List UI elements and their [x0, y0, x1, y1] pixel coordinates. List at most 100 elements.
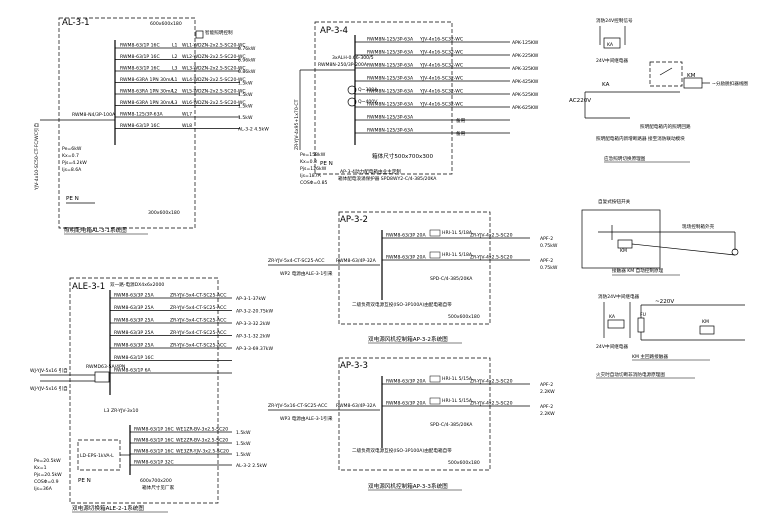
al31-circuit-power: AL-3-2 4.5kW [238, 127, 269, 133]
ap32-branch-contactor: HRI-1L 5/18A [442, 230, 473, 236]
ap34-main-breaker: RWM8N-250/3P-200A [318, 62, 368, 68]
svg-text:COSΦ=0.85: COSΦ=0.85 [300, 180, 328, 186]
ap34-circuit-breaker: RWM8N-125/3P-63A [367, 102, 414, 108]
ap34-circuit-target: APK-125KW [512, 40, 539, 46]
ap32-branch-cable: ZR-YJV-4x2.5-SC20 [470, 255, 513, 261]
ale31-light-power: 1.5kW [236, 430, 251, 436]
ctrl3-diagram: 消防24V中间继电器 ~220V KA FU KM 24V中间继电器 KM 主回… [596, 293, 745, 379]
ctrl3-ac: ~220V [655, 299, 674, 305]
ap34-circuit-breaker: RWM8N-125/3P-63A [367, 37, 414, 43]
ap34-circuit-cable: YJV-4x16-SC32-WC [419, 50, 463, 56]
ap32-contactor-box [429, 229, 441, 237]
ap32-branch-target: APF-2 [540, 258, 553, 264]
ale31-branch-breaker: RWM8-63/3P 25A [114, 293, 154, 299]
svg-text:Pe=20.5kW: Pe=20.5kW [34, 458, 61, 464]
al31-circuit-phase: L2 [172, 54, 178, 60]
ap34-circuit-target: APK-525KW [512, 92, 539, 98]
svg-text:Ijs=36A: Ijs=36A [34, 486, 53, 492]
svg-text:Kx=0.7: Kx=0.7 [62, 153, 79, 159]
svg-text:Pjs=4.2kW: Pjs=4.2kW [62, 160, 87, 166]
svg-text:Kx=1: Kx=1 [34, 465, 47, 471]
ap34-meter: 3xALH-0.66-300/5 [332, 55, 374, 61]
ap33-branch-cable: ZR-YJV-4x2.5-SC20 [470, 379, 513, 385]
al31-circuit-cable: WL5-WDZN-2x2.5-SC20-WC [182, 89, 246, 95]
ale31-branch-breaker: RWM8-63/1P 16C [114, 355, 154, 361]
al31-circuit-cable: WL1-WDZN-2x2.5-SC20-WC [182, 43, 246, 49]
ctrl3-ka-label: 24V中间继电器 [596, 343, 628, 350]
ale31-branch-cable: ZR-YJV-5x4-CT-SC25-ACC [170, 343, 226, 349]
ctrl2-title: 接触器 KM 自动控制原理 [612, 267, 664, 274]
ap34-gauge-a: Q~300A [358, 87, 378, 93]
svg-text:Ijs=8.6A: Ijs=8.6A [62, 167, 82, 173]
ap33-branch-contactor: HRI-1L 5/15A [442, 376, 473, 382]
al31-circuit-power: 1.5kW [238, 104, 253, 110]
ale31-incoming-a: WJ-YJV-5x16 引自 [30, 367, 68, 374]
ap32-wp: WP2 电源由ALE-3-1引来 [280, 270, 333, 277]
svg-text:COSΦ=0.9: COSΦ=0.9 [34, 479, 59, 485]
al31-monitor: 智能照明控制 [205, 29, 233, 36]
ctrl1-km: KM [687, 73, 696, 79]
ale31-panel: ALE-3-1 双一路-电源DX4x6x2000 RWMD63-5A/4PN W… [30, 277, 273, 513]
ap33-branch-target: APF-2 [540, 404, 553, 410]
ap32-panel: AP-3-2 ZR-YJV-5x4-CT-SC25-ACC WP2 电源由ALE… [268, 211, 558, 344]
ap34-title: AP-3-4动力配电箱由业主定制 [340, 168, 401, 175]
ap34-panel: AP-3-4 RWM8N-250/3P-200A 3xALH-0.66-300/… [294, 21, 539, 186]
ap34-gauge-v: Q~400V [358, 99, 378, 105]
ap34-circuit-breaker: RWM8N-125/3P-63A [367, 89, 414, 95]
ale31-branch-cable: ZR-YJV-5x4-CT-SC25-ACC [170, 330, 226, 336]
al31-params: Pe=6kW Kx=0.7 Pjs=4.2kW Ijs=8.6A [62, 146, 87, 173]
ctrl1-label-top: 消防24V控制信号 [596, 17, 633, 24]
ale31-l3: L3 ZR-YJV-3x10 [104, 408, 138, 414]
ap32-title: 双电源风机控制箱AP-3-2系统图 [368, 335, 448, 343]
ap33-title: 双电源风机控制箱AP-3-3系统图 [368, 482, 448, 490]
ap34-circuit-target: APK-425KW [512, 79, 539, 85]
ale31-pe-label: PE N [78, 478, 91, 484]
al31-circuit-breaker: RWM8-125/3P-63A [120, 112, 164, 118]
ap34-size: 箱体尺寸500x700x300 [372, 152, 433, 160]
ap33-main: RWM8-63/4P-32A [336, 403, 377, 409]
ale31-branch-breaker: RWM8-63/3P 25A [114, 305, 154, 311]
ap34-circuit-target: 备用 [456, 117, 466, 124]
ap32-branch-power: 0.75kW [540, 265, 558, 271]
al31-panel: AL-3-1 600x600x180 300x600x180 照明配电箱AL-3… [33, 17, 269, 235]
ctrl1-km-label: ~分励脱扣器线圈 [712, 80, 748, 87]
ap33-panel: AP-3-3 ZR-YJV-5x16-CT-SC25-ACC WP3 电源由AL… [268, 357, 555, 491]
ap32-id: AP-3-2 [340, 215, 368, 225]
ap33-branch-cable: ZR-YJV-4x2.5-SC20 [470, 401, 513, 407]
ap34-params: Pe=158kW Kx=0.8 Pjs=126kW Ijs=187A COSΦ=… [300, 152, 328, 186]
al31-pe-label: PE N [66, 196, 79, 202]
ap32-main: RWM8-63/4P-32A [336, 258, 377, 264]
ap33-branch-breaker: RWM8-63/3P 20A [386, 379, 426, 385]
ap34-pe-label: PE N [320, 161, 333, 167]
ale31-branch-breaker: RWM8-63/3P 25A [114, 343, 154, 349]
ctrl1-note: 照明配电箱内的照明回路 [640, 123, 691, 130]
ctrl2-diagram: 自复式按钮开关 现场控制箱外壳 KM 接触器 KM 自动控制原理 [581, 198, 739, 276]
ap33-incoming: ZR-YJV-5x16-CT-SC25-ACC [268, 403, 327, 409]
ale31-light-power: AL-3-2 2.5kW [236, 463, 267, 469]
ctrl3-fu: FU [640, 312, 646, 318]
ap34-circuit-breaker: RWM8N-125/3P-63A [367, 76, 414, 82]
al31-main-breaker: RWM8-N4/3P-100A [72, 112, 116, 118]
ale31-light-cable: WE1ZR-BV-3x2.5-SC20 [176, 427, 228, 433]
ap33-branch-power: 2.2KW [540, 389, 555, 395]
ap32-branch-cable: ZR-YJV-4x2.5-SC20 [470, 233, 513, 239]
ale31-light-breaker: RWM8-63/1P 32C [134, 460, 174, 466]
ap33-enclosure [338, 357, 491, 471]
al31-circuit-breaker: RWM8-63/1P 16C [120, 54, 160, 60]
ap33-contactor-box [429, 375, 441, 383]
ap34-circuit-cable: YJV-4x16-SC32-WC [419, 37, 463, 43]
al31-circuit-phase: L3 [172, 100, 178, 106]
ale31-ats: RWMD63-5A/4PN [86, 364, 125, 370]
ctrl1-note2: 照明配电箱内新增断路器 接至消防联动模块 [596, 135, 685, 142]
al31-circuit-phase: L1 [172, 43, 178, 49]
svg-text:Pe=6kW: Pe=6kW [62, 146, 82, 152]
ale31-note: 双一路-电源DX4x6x2000 [110, 281, 164, 288]
ale31-branch-target: AP-3-1-37kW [236, 296, 266, 302]
ale31-branch-cable: ZR-YJV-5x4-CT-SC25-ACC [170, 305, 226, 311]
ale31-light-breaker: RWM8-63/1P 16C [134, 427, 174, 433]
ap34-circuit-breaker: RWM8N-125/3P-63A [367, 115, 414, 121]
ale31-eps: LD-EPS-1kVA-L [80, 453, 114, 459]
al31-circuit-breaker: RWM8-63RA 1PN 30mA [120, 89, 174, 95]
ap34-circuit-breaker: RWM8N-125/3P-63A [367, 63, 414, 69]
al31-incoming: YJV-4x10-SC50-CT-FC/WC引自 [33, 123, 40, 191]
